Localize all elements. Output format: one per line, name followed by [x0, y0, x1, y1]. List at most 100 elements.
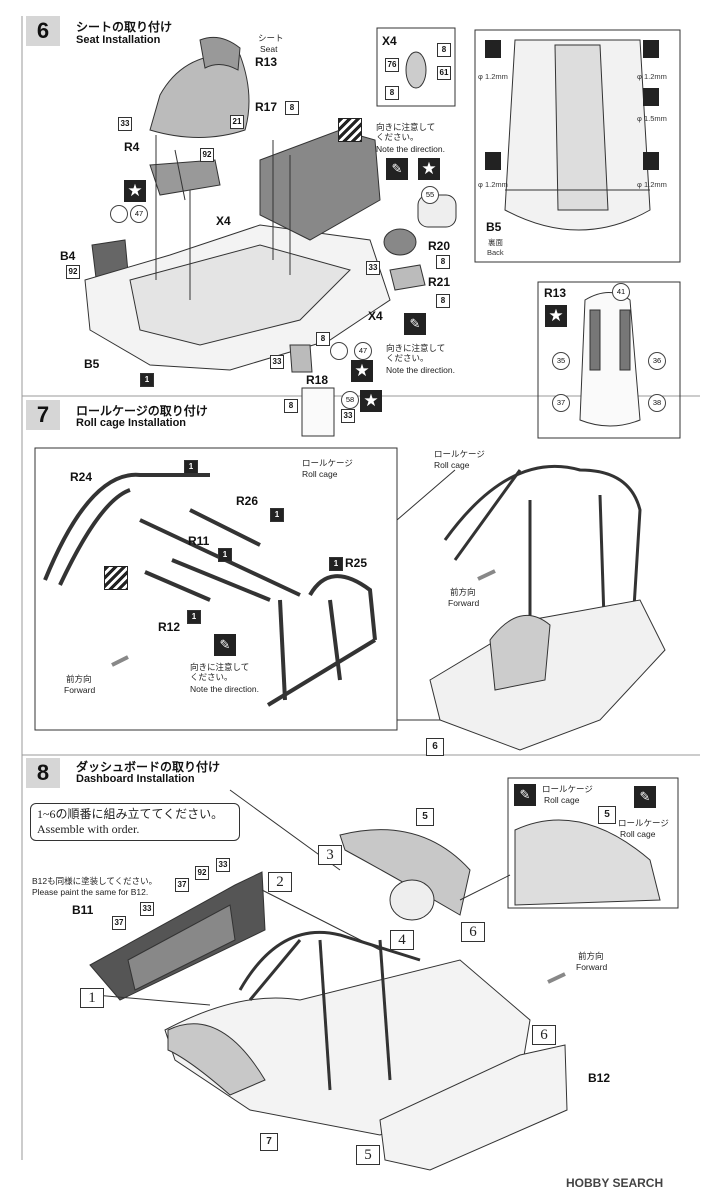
direction-note-en-2: Note the direction. [386, 365, 455, 375]
order-note-jp: 1~6の順番に組み立ててください。 [37, 807, 224, 821]
x4-num-8-bottom: 8 [385, 86, 399, 100]
num-8-r18-b: 8 [284, 399, 298, 413]
b5-drill-5: φ 1.2mm [637, 180, 667, 189]
step-7-title-jp: ロールケージの取り付け [76, 404, 208, 418]
sub-step-4: 4 [390, 930, 414, 950]
r13-num-35: 35 [552, 352, 570, 370]
part-r26: R26 [236, 494, 259, 508]
b5-drill-2: φ 1.2mm [637, 72, 667, 81]
direction-note-jp-2: 向きに注意して ください。 [386, 343, 446, 363]
brush-icon: ✎ [386, 158, 408, 180]
brush-icon: ✎ [634, 786, 656, 808]
b5-inset-sub-en: Back [487, 248, 504, 257]
num-33-r18-b: 33 [341, 409, 355, 423]
forward-en-1: Forward [64, 685, 96, 695]
paint-note-en: Please paint the same for B12. [32, 887, 149, 897]
drill-bit-icon [643, 40, 659, 58]
num-21: 21 [230, 115, 244, 129]
order-note-en: Assemble with order. [37, 822, 140, 836]
num-1-r25: 1 [329, 557, 343, 571]
num-58: 58 [341, 391, 359, 409]
step-8-number: 8 [26, 758, 60, 788]
b5-inset-sub-jp: 裏面 [488, 238, 503, 247]
part-x4-top: X4 [216, 214, 231, 228]
seat-label-jp: シート [258, 33, 284, 43]
step-6-title-jp: シートの取り付け [76, 20, 173, 34]
r13-num-36: 36 [648, 352, 666, 370]
step-8-title-jp: ダッシュボードの取り付け [76, 760, 221, 774]
step7-direction-jp: 向きに注意して ください。 [190, 662, 250, 682]
r13-inset-label: R13 [544, 286, 567, 300]
sub-step-6-b: 6 [532, 1025, 556, 1045]
part-r24: R24 [70, 470, 93, 484]
b5-drill-4: φ 1.2mm [478, 180, 508, 189]
sub-step-3: 3 [318, 845, 342, 865]
num-8-r17: 8 [285, 101, 299, 115]
part-r4: R4 [124, 140, 140, 154]
r13-num-38: 38 [648, 394, 666, 412]
seat-label-en: Seat [260, 44, 278, 54]
num-8-r21: 8 [436, 294, 450, 308]
part-r18: R18 [306, 373, 329, 387]
forward-jp-2: 前方向 [450, 587, 476, 597]
direction-note-en-1: Note the direction. [376, 144, 445, 154]
sub-step-7: 7 [260, 1133, 278, 1151]
inset-cage-en-1: Roll cage [544, 795, 580, 805]
x4-num-76: 76 [385, 58, 399, 72]
part-b12: B12 [588, 1071, 611, 1085]
num-33-shelf: 33 [366, 261, 380, 275]
num-33-r18: 33 [270, 355, 284, 369]
part-b4: B4 [60, 249, 76, 263]
brush-icon: ✎ [214, 634, 236, 656]
inset-sub-5: 5 [598, 806, 616, 824]
drill-bit-icon [643, 88, 659, 106]
step-7-number: 7 [26, 400, 60, 430]
x4-inset-title: X4 [382, 34, 397, 48]
b5-drill-1: φ 1.2mm [478, 72, 508, 81]
sub-step-5-a: 5 [416, 808, 434, 826]
num-8-r18: 8 [316, 332, 330, 346]
direction-note-jp-1: 向きに注意して ください。 [376, 122, 436, 142]
assembly-order-note: 1~6の順番に組み立ててください。 Assemble with order. [30, 803, 240, 841]
step7-direction-en: Note the direction. [190, 684, 259, 694]
num-33-step8-a: 33 [216, 858, 230, 872]
part-b11: B11 [72, 903, 94, 917]
forward-jp-1: 前方向 [66, 674, 92, 684]
star-icon: ★ [351, 360, 373, 382]
forward-jp-3: 前方向 [578, 951, 604, 961]
num-92-step8: 92 [195, 866, 209, 880]
star-icon: ★ [418, 158, 440, 180]
num-33-step8-b: 33 [140, 902, 154, 916]
num-1-r12: 1 [187, 610, 201, 624]
step-7-title-en: Roll cage Installation [76, 417, 187, 429]
sub-step-1: 1 [80, 988, 104, 1008]
drill-circle-icon [110, 205, 128, 223]
step-6-title-en: Seat Installation [76, 34, 161, 46]
sub-step-2: 2 [268, 872, 292, 892]
drill-bit-icon [643, 152, 659, 170]
num-47: 47 [130, 205, 148, 223]
hobby-search-watermark: HOBBY SEARCH [566, 1176, 664, 1190]
forward-en-3: Forward [576, 962, 608, 972]
drill-circle-icon [330, 342, 348, 360]
num-47-b: 47 [354, 342, 372, 360]
forward-en-2: Forward [448, 598, 480, 608]
inset-cage-en-2: Roll cage [620, 829, 656, 839]
sub-step-5-b: 5 [356, 1145, 380, 1165]
cage-label-jp-2: ロールケージ [434, 449, 485, 459]
part-r12: R12 [158, 620, 181, 634]
drill-bit-icon [485, 152, 501, 170]
cage-label-en-2: Roll cage [434, 460, 470, 470]
cage-label-en-1: Roll cage [302, 469, 338, 479]
star-icon: ★ [124, 180, 146, 202]
part-b5: B5 [84, 357, 100, 371]
brush-icon: ✎ [514, 784, 536, 806]
cage-label-jp-1: ロールケージ [302, 458, 353, 468]
b5-inset-label: B5 [486, 220, 502, 234]
part-r13: R13 [255, 55, 278, 69]
star-icon: ★ [545, 305, 567, 327]
part-r20: R20 [428, 239, 451, 253]
num-1-r26: 1 [270, 508, 284, 522]
r13-num-41: 41 [612, 283, 630, 301]
